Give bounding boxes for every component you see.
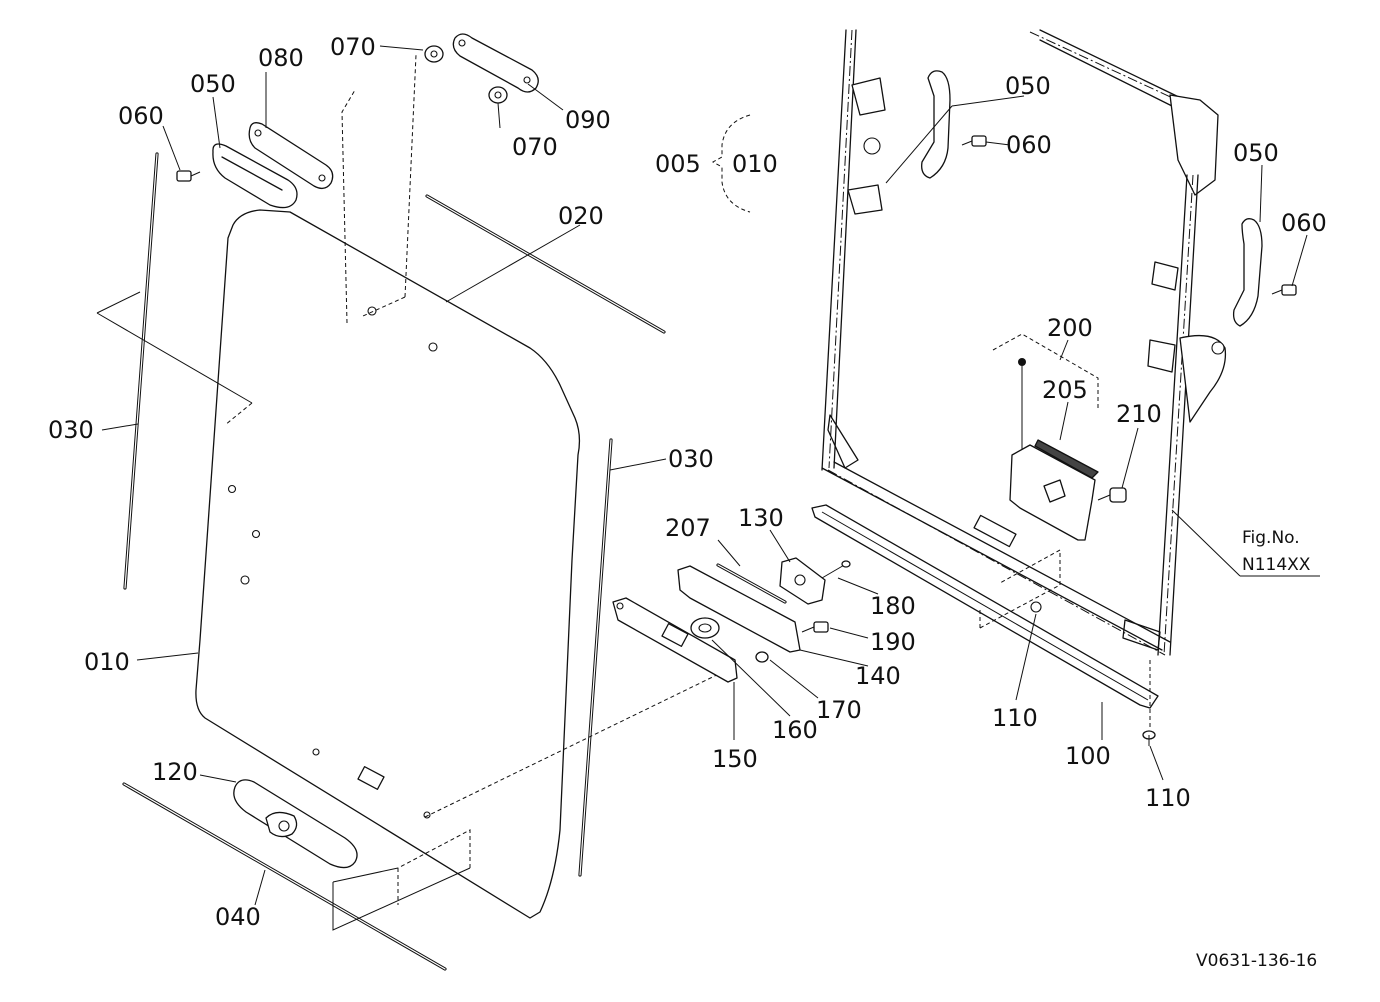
seal-strip-left xyxy=(123,152,159,590)
seal-strip-top xyxy=(425,194,666,334)
callout-190: 190 xyxy=(870,628,916,656)
callout-160: 160 xyxy=(772,716,818,744)
drawing-code: V0631-136-16 xyxy=(1196,951,1317,971)
callout-070-top: 070 xyxy=(330,33,376,61)
callout-110-bottom: 110 xyxy=(1145,784,1191,812)
lock-bracket xyxy=(677,565,801,653)
latch-assembly xyxy=(992,333,1099,541)
callout-150: 150 xyxy=(712,745,758,773)
callout-205: 205 xyxy=(1042,376,1088,404)
callout-labels: 070 080 050 060 090 070 005 010 020 030 … xyxy=(48,33,1327,971)
bolt-frame-top xyxy=(961,135,987,147)
callout-070-bottom: 070 xyxy=(512,133,558,161)
callout-170: 170 xyxy=(816,696,862,724)
callout-050-frame-top: 050 xyxy=(1005,72,1051,100)
figure-label: Fig.No. xyxy=(1242,528,1300,548)
callout-100: 100 xyxy=(1065,742,1111,770)
callout-210: 210 xyxy=(1116,400,1162,428)
callout-010: 010 xyxy=(84,648,130,676)
callout-060-frame-right: 060 xyxy=(1281,209,1327,237)
lock-spacer xyxy=(755,651,769,663)
callout-030-left: 030 xyxy=(48,416,94,444)
callout-060-frame-top: 060 xyxy=(1006,131,1052,159)
callout-050-frame-right: 050 xyxy=(1233,139,1279,167)
screw-bottom xyxy=(1142,660,1156,746)
lock-bolt xyxy=(801,621,829,633)
assembly-guides-left xyxy=(96,54,728,931)
callout-040: 040 xyxy=(215,903,261,931)
handle-plate xyxy=(248,122,334,190)
roller-top xyxy=(424,45,444,63)
roller-bottom xyxy=(488,86,508,104)
bolt-glass xyxy=(176,170,201,182)
door-frame xyxy=(821,29,1227,656)
lock-latch xyxy=(779,557,826,605)
bolt-frame-right xyxy=(1271,284,1297,296)
lock-cam xyxy=(690,617,720,639)
callout-090: 090 xyxy=(565,106,611,134)
callout-140: 140 xyxy=(855,662,901,690)
figure-number: N114XX xyxy=(1242,555,1311,575)
lock-strip xyxy=(716,563,787,604)
callout-060-glass: 060 xyxy=(118,102,164,130)
grab-handle-frame-right xyxy=(1232,218,1263,327)
latch-bolt xyxy=(1097,487,1127,503)
guide-rail xyxy=(811,504,1159,709)
callout-130: 130 xyxy=(738,504,784,532)
callout-050-glass: 050 xyxy=(190,70,236,98)
callout-080: 080 xyxy=(258,44,304,72)
callout-110-mid: 110 xyxy=(992,704,1038,732)
set-bracket xyxy=(711,114,751,213)
seal-strip-right xyxy=(578,438,613,877)
leader-lines xyxy=(101,45,1320,906)
callout-030-right: 030 xyxy=(668,445,714,473)
lock-screw-small xyxy=(821,560,851,579)
glass-panel xyxy=(195,209,581,919)
roller-bracket xyxy=(452,33,539,93)
lock-plate xyxy=(612,597,738,683)
callout-200: 200 xyxy=(1047,314,1093,342)
callout-120: 120 xyxy=(152,758,198,786)
callout-020: 020 xyxy=(558,202,604,230)
callout-005: 005 xyxy=(655,150,701,178)
callout-180: 180 xyxy=(870,592,916,620)
seal-strip-bottom xyxy=(122,782,447,971)
callout-010-set: 010 xyxy=(732,150,778,178)
grab-handle-glass-bottom xyxy=(233,779,358,869)
callout-207: 207 xyxy=(665,514,711,542)
